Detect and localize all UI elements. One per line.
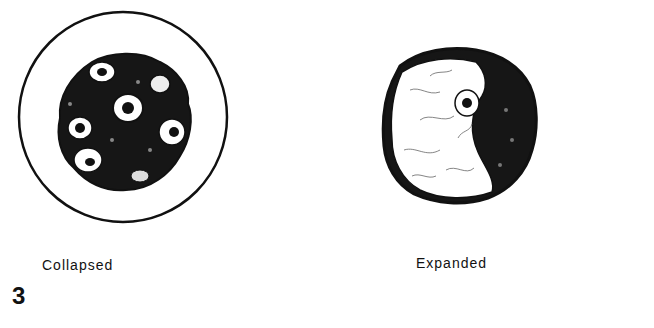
state-label: Expanded (416, 256, 487, 270)
figure-number: 3 (12, 284, 25, 308)
collapsed-cell (19, 12, 227, 222)
state-label: Collapsed (42, 258, 113, 272)
expanded-cell (383, 49, 536, 203)
